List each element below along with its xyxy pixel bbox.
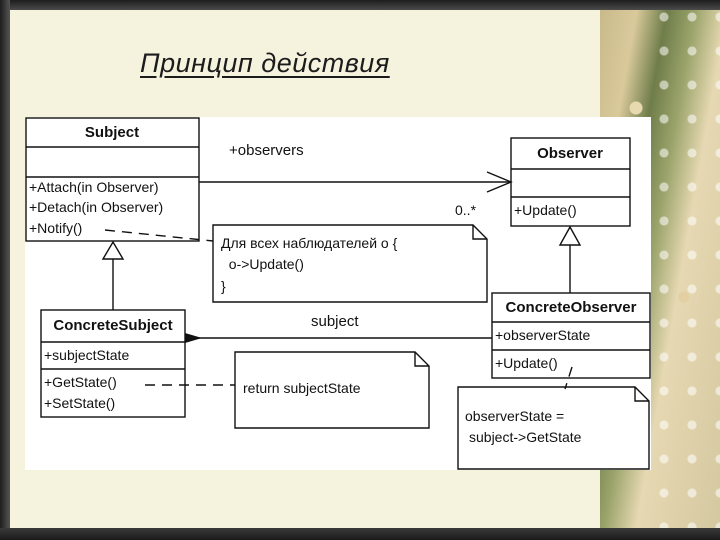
multiplicity-label: 0..* [455, 202, 477, 218]
frame-top-border [0, 0, 720, 10]
subject-method: +Detach(in Observer) [29, 199, 163, 215]
slide-title: Принцип действия [140, 48, 390, 78]
frame-left-border [0, 0, 10, 540]
subject-method: +Attach(in Observer) [29, 179, 159, 195]
notify-note-connector [104, 229, 214, 242]
notify-note-line: } [221, 278, 226, 294]
get-state-note-line: return subjectState [243, 380, 361, 396]
concrete-subject-class-name: ConcreteSubject [53, 317, 172, 334]
subject-class-box [25, 117, 200, 242]
concrete-observer-method: +Update() [495, 355, 558, 371]
observer-class-box [510, 137, 631, 227]
subject-method: +Notify() [29, 220, 82, 236]
subject-class-name: Subject [85, 124, 139, 141]
update-note [457, 386, 650, 470]
concrete-subject-method: +GetState() [44, 374, 117, 390]
decorative-pattern [650, 0, 720, 540]
concrete-observer-attribute: +observerState [495, 327, 591, 343]
concrete-subject-class-box [40, 309, 186, 418]
update-note-connector [564, 366, 573, 390]
frame-bottom-border [0, 528, 720, 540]
concrete-subject-attribute: +subjectState [44, 347, 129, 363]
notify-note-line: Для всех наблюдателей o { [221, 235, 398, 251]
concrete-subject-method: +SetState() [44, 395, 115, 411]
observer-method: +Update() [514, 202, 577, 218]
notify-note [212, 224, 488, 303]
update-note-line: observerState = [465, 408, 564, 424]
concrete-observer-class-box [491, 292, 651, 379]
observers-role-label: +observers [229, 142, 304, 159]
observer-class-name: Observer [537, 145, 603, 162]
get-state-note [234, 351, 430, 429]
subject-role-label: subject [311, 313, 359, 330]
concrete-observer-class-name: ConcreteObserver [506, 299, 637, 316]
update-note-line: subject->GetState [469, 429, 582, 445]
uml-diagram: Subject +Attach(in Observer) +Detach(in … [25, 117, 651, 470]
notify-note-line: o->Update() [221, 256, 304, 272]
